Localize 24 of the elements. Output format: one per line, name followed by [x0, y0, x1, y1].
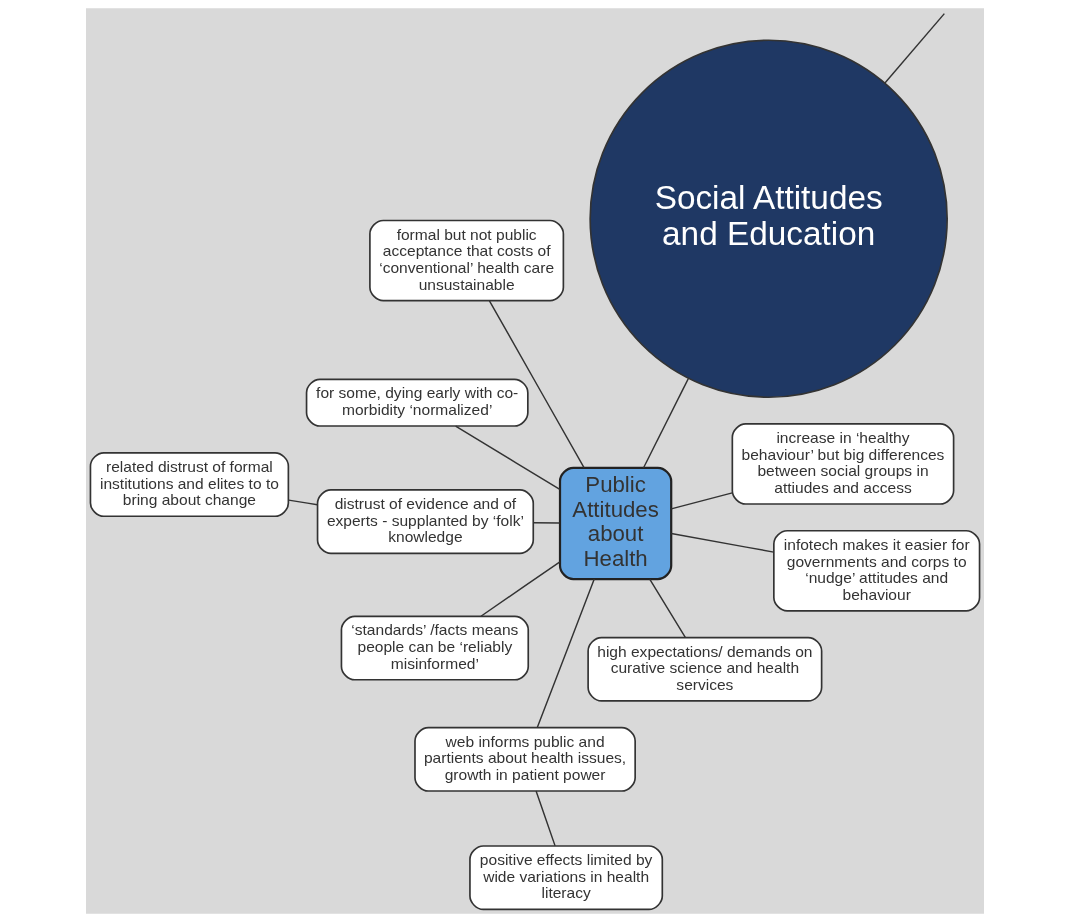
node-box: high expectations/ demands on curative science and health services [586, 636, 822, 702]
node-box: ‘standards’ /facts means people can be ‘reliably misinformed’ [340, 615, 529, 681]
node-box: web informs public and partients about health issues, growth in patient power [413, 726, 636, 792]
node-box: infotech makes it easier for governments and corps to ‘nudge’ attitudes and behaviour [772, 529, 980, 612]
connector [534, 790, 556, 847]
node-circle: Social Attitudes and Education [588, 39, 948, 399]
node-box: related distrust of formal institutions and elites to to bring about change [89, 452, 289, 518]
connector [670, 532, 774, 553]
node-box: positive effects limited by wide variations in health literacy [468, 845, 663, 911]
connector [532, 521, 560, 524]
connector [648, 578, 686, 638]
node-box: Public Attitudes about Health [558, 466, 672, 581]
connector [642, 377, 689, 469]
connector [883, 12, 945, 84]
node-box: distrust of evidence and of experts - supplanted by ‘folk’ knowledge [316, 489, 534, 555]
connector [536, 578, 595, 729]
connector [670, 492, 733, 510]
node-box: formal but not public acceptance that costs of ‘conventional’ health care unsustainable [368, 219, 564, 302]
node-box: for some, dying early with co-morbidity ‘normalized’ [305, 378, 529, 427]
connector [488, 300, 585, 469]
node-box: increase in ‘healthy behaviour’ but big differences between social groups in attiudes and access [731, 423, 954, 505]
connector [287, 499, 318, 506]
connector [479, 561, 561, 617]
connector [454, 425, 561, 491]
